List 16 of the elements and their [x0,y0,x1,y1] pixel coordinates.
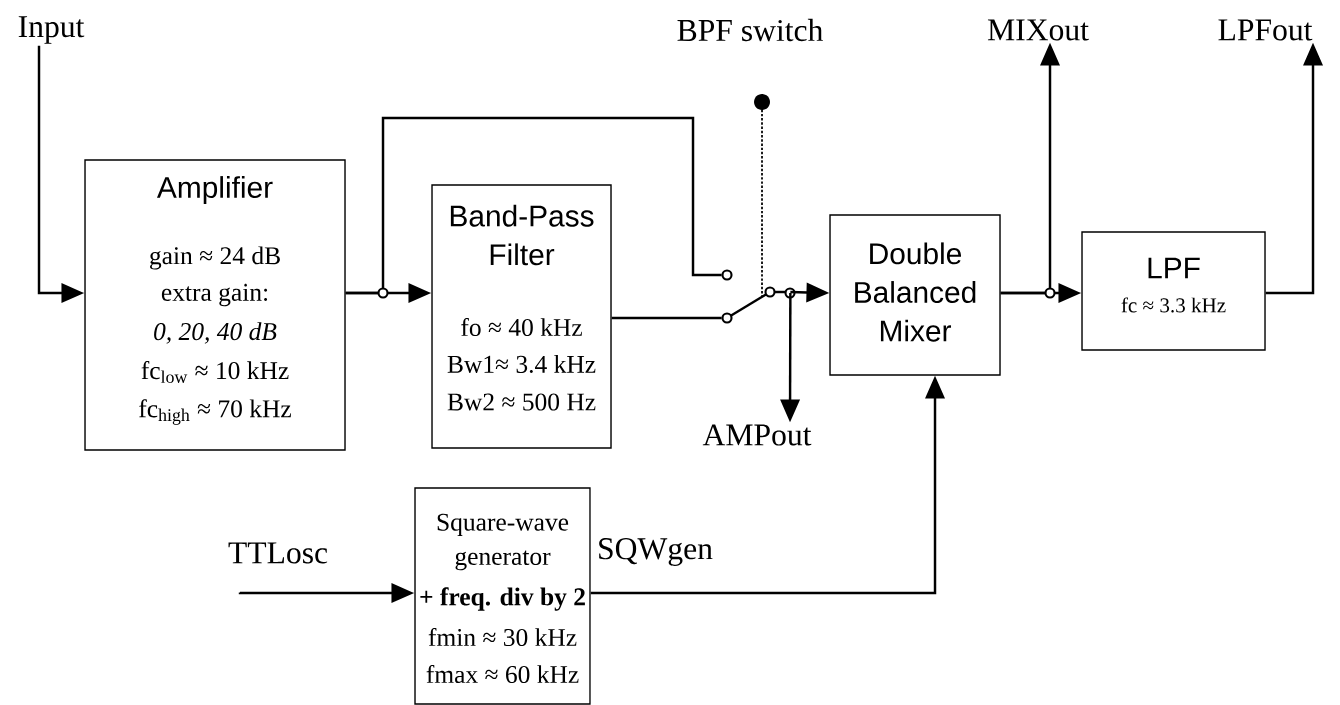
signal-label: Input [18,16,85,44]
switch-symbol [721,269,796,324]
block-box: LPF fc ≈ 3.3 kHz [1081,231,1266,351]
block-box: Amplifier gain ≈ 24 dB extra gain: 0, 20, 40 dB fc$_{low}$ ≈ 10 kHz fc$_{high}$ ≈ 70 kHz [84,159,346,451]
signal-label: BPF switch [677,18,823,42]
connector-line [345,116,722,295]
signal-label: MIXout [987,19,1089,41]
signal-label: TTLosc [228,542,328,564]
block-box: Square-wave generator + freq. div by 2 fmin ≈ 30 kHz fmax ≈ 60 kHz [414,487,591,705]
connector-line [611,316,722,320]
signal-label: LPFout [1218,19,1313,41]
block-box: Double Balanced Mixer [829,214,1001,376]
edge-label: SQWgen [599,538,713,566]
block-box: Band-Pass Filter fo ≈ 40 kHz Bw1≈ 3.4 kHz Bw2 ≈ 500 Hz [431,184,612,449]
signal-label: AMPout [702,424,812,446]
link-line [754,94,770,298]
